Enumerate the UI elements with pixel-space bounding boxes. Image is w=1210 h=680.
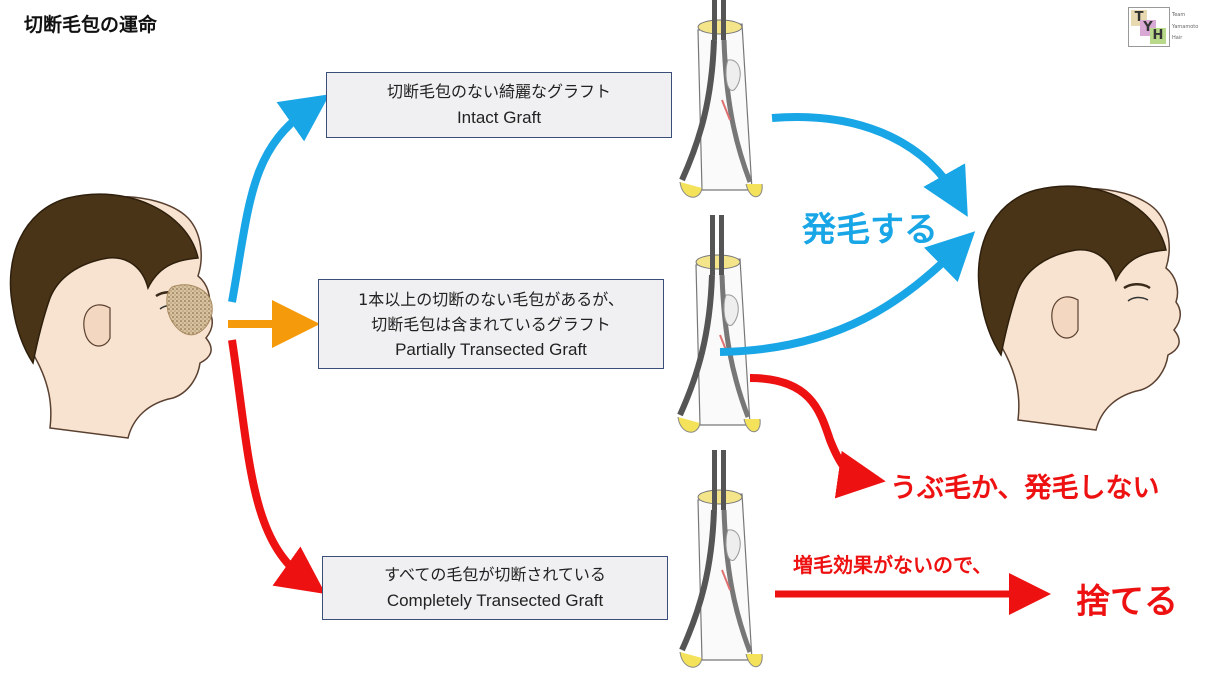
box-intact-graft: 切断毛包のない綺麗なグラフト Intact Graft xyxy=(326,72,672,138)
outcome-hair-grows: 発毛する xyxy=(802,210,938,250)
arrow-intact-to-growth xyxy=(771,113,968,217)
team-logo: T Y H xyxy=(1128,7,1170,47)
arrow-to-complete xyxy=(228,339,326,594)
partial-graft-en: Partially Transected Graft xyxy=(395,339,587,359)
intact-graft-en: Intact Graft xyxy=(456,108,542,127)
partial-graft-jp-2: 切断毛包は含まれているグラフト xyxy=(371,314,611,334)
graft-illustration-partial xyxy=(678,215,760,432)
intact-graft-jp: 切断毛包のない綺麗なグラフト xyxy=(386,82,611,101)
box-partial-graft: 1本以上の切断のない毛包があるが、 切断毛包は含まれているグラフト Partia… xyxy=(318,279,664,369)
outcome-discard: 捨てる xyxy=(1076,582,1178,622)
partial-graft-jp-1: 1本以上の切断のない毛包があるが、 xyxy=(358,289,624,309)
box-complete-graft: すべての毛包が切断されている Completely Transected Gra… xyxy=(322,556,668,620)
outcome-vellus-or-none: うぶ毛か、発毛しない xyxy=(890,473,1160,504)
logo-letter-h: H xyxy=(1150,28,1166,44)
patient-head-after xyxy=(977,184,1182,432)
arrow-partial-to-growth xyxy=(719,231,976,356)
arrow-partial-to-vellus xyxy=(749,374,886,499)
logo-line-1: Team xyxy=(1172,12,1186,18)
complete-graft-en: Completely Transected Graft xyxy=(386,591,604,610)
arrow-to-intact xyxy=(228,94,330,303)
logo-line-2: Yamamoto xyxy=(1172,24,1199,30)
complete-graft-jp: すべての毛包が切断されている xyxy=(384,565,606,584)
logo-line-3: Hair xyxy=(1172,35,1183,41)
page-title: 切断毛包の運命 xyxy=(24,14,158,36)
donor-patch xyxy=(166,284,213,336)
outcome-no-effect: 増毛効果がないので、 xyxy=(793,553,993,577)
graft-illustration-intact xyxy=(680,0,762,197)
graft-illustration-complete xyxy=(680,450,762,667)
